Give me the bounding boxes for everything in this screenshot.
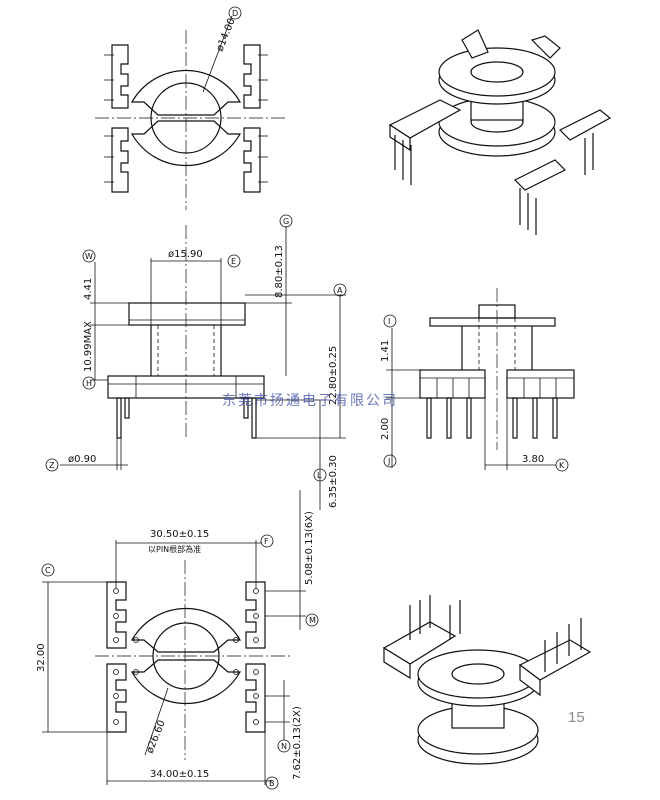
tag-b: B [269, 779, 275, 788]
bottom-width-outer-label: 34.00±0.15 [150, 769, 209, 780]
tag-l: L [317, 471, 322, 480]
isometric-view-top [388, 29, 612, 235]
tag-z: Z [49, 461, 55, 470]
side-dim-a-label: 1.41 [380, 340, 391, 362]
tube-diameter-label: ø15.90 [168, 249, 203, 260]
tag-a: A [337, 286, 343, 295]
tag-h: H [86, 379, 92, 388]
bottom-diameter-label: ø26.60 [145, 719, 168, 755]
bottom-view: 30.50±0.15 以PIN根部為准 F 32.00 C ø26.60 34.… [36, 490, 319, 790]
tag-i: I [388, 317, 390, 326]
front-view: ø15.90 E 4.41 10.99MAX W H 8.80±0.13 G 2… [45, 214, 347, 510]
tag-g: G [283, 217, 289, 226]
tag-j: J [387, 457, 390, 466]
page-number: 15 [568, 709, 585, 726]
tag-w: W [85, 252, 93, 261]
pin-length-label: 6.35±0.30 [328, 455, 339, 508]
base-note-label: 以PIN根部為准 [148, 544, 201, 554]
top-diameter-label: ø14.00 [215, 17, 238, 53]
pin-pitch-2x-label: 7.62±0.13(2X) [292, 706, 303, 780]
tag-n: N [281, 742, 287, 751]
isometric-view-bottom [382, 595, 592, 765]
tag-c: C [45, 566, 51, 575]
overall-height-label: 22.80±0.25 [328, 346, 339, 405]
pin-pitch-label: 5.08±0.13(6X) [304, 511, 315, 585]
tag-d: D [232, 9, 238, 18]
tube-height-label: 8.80±0.13 [274, 245, 285, 298]
pin-diameter-label: ø0.90 [68, 454, 96, 465]
bottom-height-label: 32.00 [36, 643, 47, 672]
bottom-width-inner-label: 30.50±0.15 [150, 529, 209, 540]
top-view: ø14.00 D [95, 6, 285, 210]
top-flange-height-label: 4.41 [83, 278, 94, 300]
tag-k: K [559, 461, 565, 470]
tag-f: F [264, 537, 269, 546]
tag-e: E [231, 257, 236, 266]
side-view: 1.41 2.00 I J 3.80 K [380, 288, 575, 472]
tag-m: M [309, 616, 316, 625]
watermark: 东莞市扬通电子有限公司 [222, 392, 398, 409]
side-dim-c-label: 3.80 [522, 454, 544, 465]
lower-height-label: 10.99MAX [83, 321, 94, 372]
side-dim-b-label: 2.00 [380, 418, 391, 440]
